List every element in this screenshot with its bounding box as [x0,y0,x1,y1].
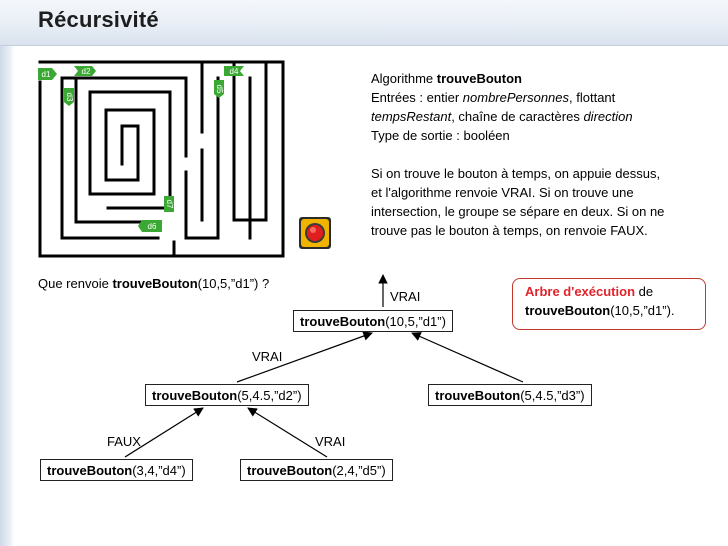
tree-node-right: trouveBouton(5,4.5,”d3”) [428,384,592,406]
maze-label-d6: d6 [138,220,162,232]
algorithm-inputs-line-2: tempsRestant, chaîne de caractères direc… [371,109,633,124]
tree-node-left: trouveBouton(5,4.5,”d2”) [145,384,309,406]
legend-box: Arbre d'exécution de trouveBouton(10,5,”… [512,278,706,330]
left-right-result-label: VRAI [315,434,346,449]
question-text: Que renvoie trouveBouton(10,5,”d1”) ? [38,276,270,291]
left-left-result-label: FAUX [107,434,141,449]
maze-label-d2: d2 [74,66,96,76]
maze-illustration: d1 d2 d3 d4 d5 d6 d7 [38,60,285,258]
svg-text:d6: d6 [148,222,157,231]
maze-label-d1: d1 [38,68,57,80]
svg-text:d2: d2 [82,67,91,76]
tree-node-root: trouveBouton(10,5,”d1”) [293,310,453,332]
slide-title: Récursivité [38,7,159,32]
left-result-label: VRAI [252,349,283,364]
algorithm-name-line: Algorithme trouveBouton [371,71,522,86]
maze-label-d7: d7 [164,196,174,212]
algorithm-spec: Algorithme trouveBouton Entrées : entier… [371,69,633,145]
algorithm-name: trouveBouton [436,71,522,86]
root-result-label: VRAI [390,289,421,304]
edge-left-ll [124,407,204,458]
legend-line-2: trouveBouton(10,5,”d1”). [525,303,675,318]
legend-line-1: Arbre d'exécution de [525,284,654,299]
svg-text:d1: d1 [42,70,51,79]
maze-label-d5: d5 [214,80,224,98]
tree-node-left-right: trouveBouton(2,4,”d5”) [240,459,393,481]
svg-text:d7: d7 [165,200,174,209]
algorithm-description: Si on trouve le bouton à temps, on appui… [371,166,665,238]
svg-text:d5: d5 [215,85,224,94]
left-decoration-bar [0,0,14,546]
red-button-icon [299,217,331,249]
edge-root-right [411,332,524,383]
edge-root-left [236,331,373,383]
edge-left-lr [247,407,328,458]
svg-text:d4: d4 [230,67,239,76]
tree-node-left-left: trouveBouton(3,4,”d4”) [40,459,193,481]
algorithm-inputs-line: Entrées : entier nombrePersonnes, flotta… [371,90,616,105]
maze-label-d3: d3 [64,88,74,106]
svg-text:d3: d3 [65,93,74,102]
algorithm-output-line: Type de sortie : booléen [371,128,510,143]
title-bar: Récursivité [0,0,728,46]
maze-label-d4: d4 [224,66,244,76]
